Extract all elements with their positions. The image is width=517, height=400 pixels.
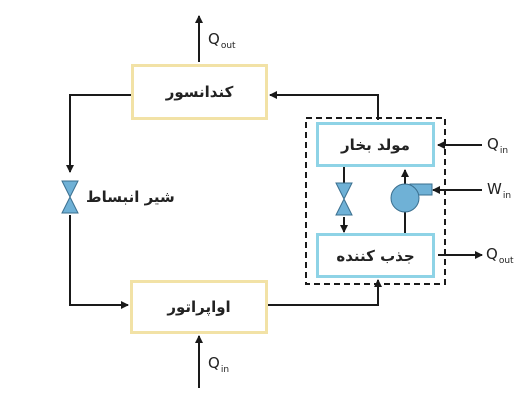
absorber-heat-out-label: Qout bbox=[486, 245, 514, 266]
absorber-box: جذب کننده bbox=[316, 233, 435, 278]
pump-work-in-label: Win bbox=[487, 180, 512, 201]
evaporator-label: اواپراتور bbox=[167, 298, 231, 316]
evaporator-to-absorber-line bbox=[268, 279, 382, 306]
generator-to-condenser-line bbox=[269, 91, 379, 120]
evaporator-heat-in-label: Qin bbox=[208, 354, 230, 375]
generator-box: مولد بخار bbox=[316, 122, 435, 167]
internal-valve-icon bbox=[335, 182, 353, 216]
generator-heat-in-label: Qin bbox=[487, 135, 509, 156]
expansion-valve-icon bbox=[61, 180, 79, 214]
pump-icon bbox=[390, 183, 433, 213]
condenser-box: کندانسور bbox=[131, 64, 268, 120]
evaporator-box: اواپراتور bbox=[130, 280, 268, 334]
generator-label: مولد بخار bbox=[341, 135, 410, 154]
condenser-to-valve-line bbox=[66, 94, 131, 173]
absorber-label: جذب کننده bbox=[336, 246, 415, 265]
expansion-valve-label: شیر انبساط bbox=[86, 188, 175, 206]
condenser-heat-out-label: Qout bbox=[208, 30, 236, 51]
condenser-label: کندانسور bbox=[165, 83, 234, 101]
valve-to-evaporator-line bbox=[69, 215, 129, 309]
